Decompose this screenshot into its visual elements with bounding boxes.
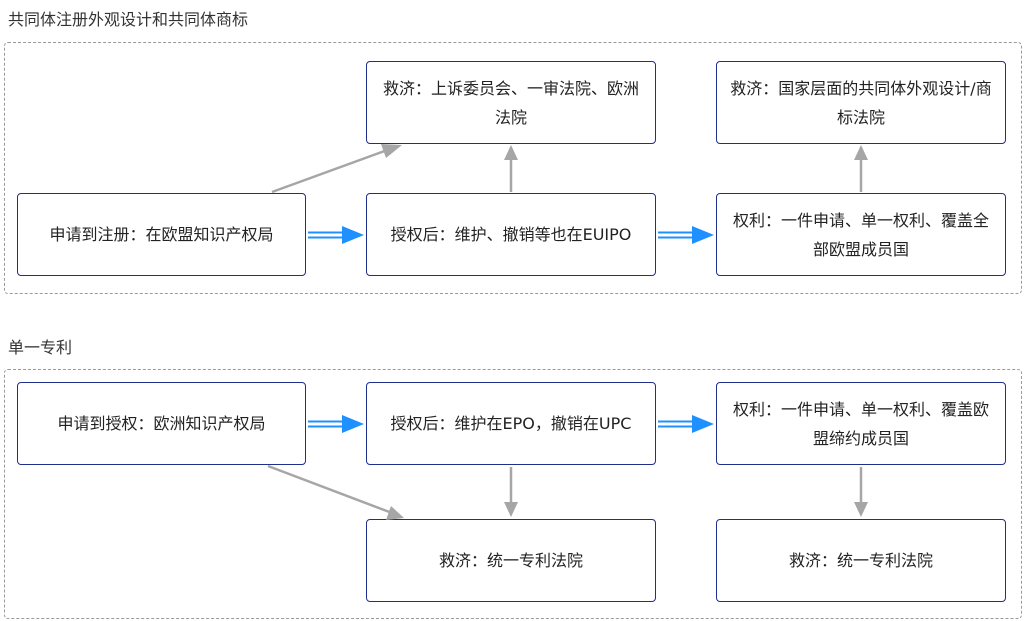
arrow-community-rights-to-remedy-national bbox=[854, 145, 868, 192]
arrow-patent-rights-to-remedy bbox=[854, 467, 868, 517]
arrow-patent-post-grant-to-rights bbox=[658, 415, 714, 433]
node-community-remedy-national: 救济：国家层面的共同体外观设计/商标法院 bbox=[716, 61, 1006, 144]
section-title-community: 共同体注册外观设计和共同体商标 bbox=[8, 10, 249, 29]
node-patent-apply-label: 申请到授权：欧洲知识产权局 bbox=[57, 414, 266, 433]
arrow-community-post-grant-to-remedy-appeal bbox=[504, 145, 518, 192]
node-community-post-grant-label: 授权后：维护、撤销等也在EUIPO bbox=[390, 225, 632, 244]
node-community-rights: 权利：一件申请、单一权利、覆盖全部欧盟成员国 bbox=[716, 193, 1006, 276]
arrow-patent-apply-to-remedy bbox=[267, 464, 404, 520]
node-community-post-grant: 授权后：维护、撤销等也在EUIPO bbox=[366, 193, 656, 276]
arrow-patent-post-grant-to-remedy bbox=[504, 467, 518, 517]
node-community-apply-label: 申请到注册：在欧盟知识产权局 bbox=[49, 225, 274, 244]
node-patent-post-grant-label: 授权后：维护在EPO，撤销在UPC bbox=[390, 414, 632, 433]
node-patent-remedy-upc-2: 救济：统一专利法院 bbox=[716, 519, 1006, 602]
arrow-community-apply-to-post-grant bbox=[308, 226, 364, 244]
node-patent-rights-label: 权利：一件申请、单一权利、覆盖欧盟缔约成员国 bbox=[732, 399, 989, 448]
node-patent-remedy-upc-2-label: 救济：统一专利法院 bbox=[788, 551, 933, 570]
node-patent-remedy-upc-1-label: 救济：统一专利法院 bbox=[438, 551, 583, 570]
node-community-remedy-national-label: 救济：国家层面的共同体外观设计/商标法院 bbox=[730, 78, 992, 127]
node-community-remedy-appeal-label: 救济：上诉委员会、一审法院、欧洲法院 bbox=[382, 78, 639, 127]
node-patent-apply: 申请到授权：欧洲知识产权局 bbox=[17, 382, 306, 465]
arrow-community-apply-to-remedy-appeal bbox=[271, 144, 402, 194]
node-community-rights-label: 权利：一件申请、单一权利、覆盖全部欧盟成员国 bbox=[732, 210, 989, 259]
group-unitary-patent bbox=[4, 369, 1022, 619]
node-community-remedy-appeal: 救济：上诉委员会、一审法院、欧洲法院 bbox=[366, 61, 656, 144]
group-community bbox=[4, 42, 1022, 294]
node-patent-remedy-upc-1: 救济：统一专利法院 bbox=[366, 519, 656, 602]
node-patent-post-grant: 授权后：维护在EPO，撤销在UPC bbox=[366, 382, 656, 465]
arrow-patent-apply-to-post-grant bbox=[308, 415, 364, 433]
node-community-apply: 申请到注册：在欧盟知识产权局 bbox=[17, 193, 306, 276]
section-title-unitary-patent: 单一专利 bbox=[8, 338, 73, 357]
node-patent-rights: 权利：一件申请、单一权利、覆盖欧盟缔约成员国 bbox=[716, 382, 1006, 465]
arrow-community-post-grant-to-rights bbox=[658, 226, 714, 244]
